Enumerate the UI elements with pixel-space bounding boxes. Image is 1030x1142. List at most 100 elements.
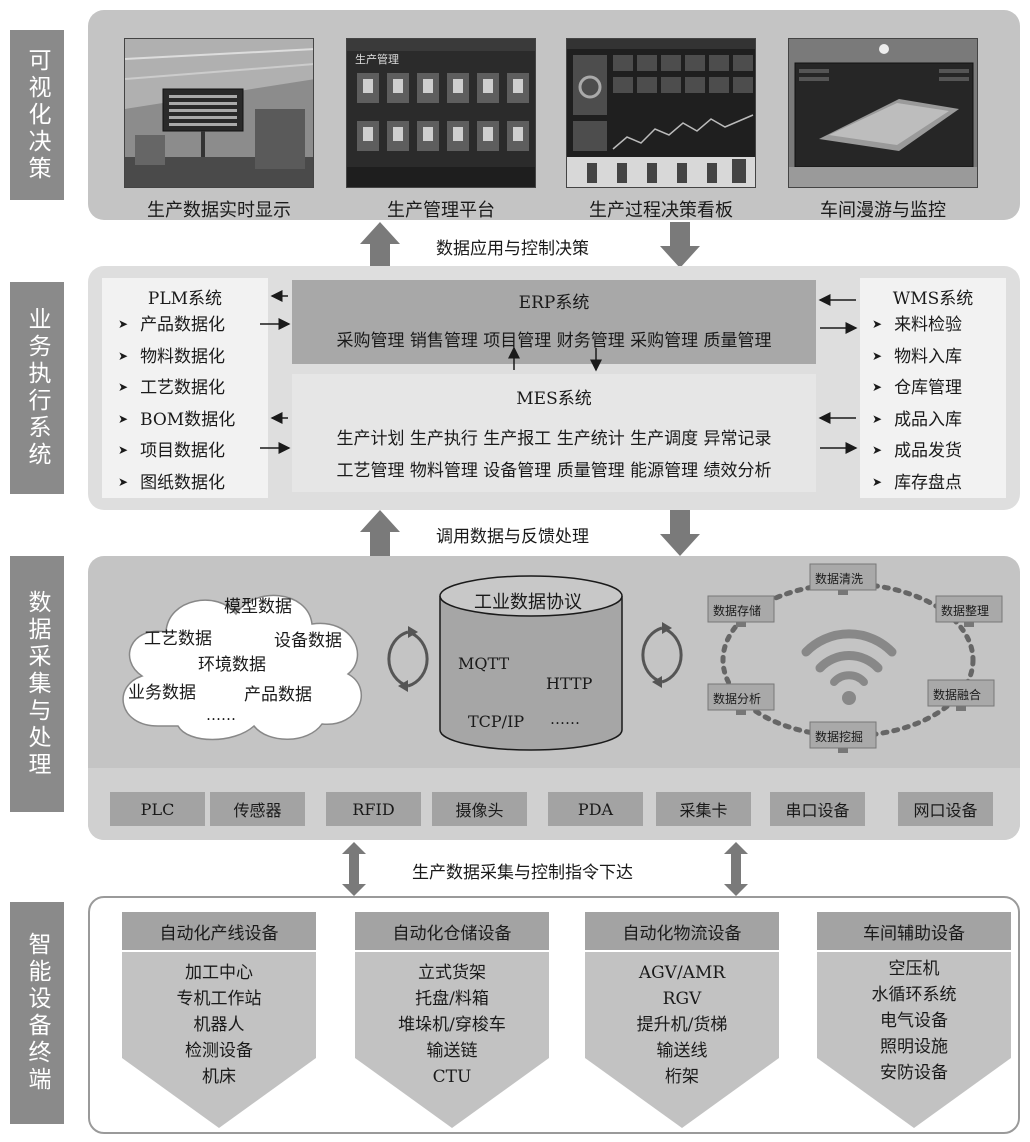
auxiliary-items: 空压机 水循环系统 电气设备 照明设施 安防设备 bbox=[817, 956, 1011, 1086]
plm-list: 产品数据化 物料数据化 工艺数据化 BOM数据化 项目数据化 图纸数据化 bbox=[118, 310, 235, 499]
cloud-item-more: …… bbox=[206, 706, 236, 724]
warehousing-items: 立式货架 托盘/料箱 堆垛机/穿梭车 输送链 CTU bbox=[355, 960, 549, 1090]
double-arrow-icon bbox=[342, 842, 366, 896]
arrows-bottom bbox=[342, 842, 748, 896]
cloud-item-model: 模型数据 bbox=[224, 597, 292, 617]
node-sorting: 数据整理 bbox=[941, 604, 990, 618]
equipment-item: 机器人 bbox=[193, 1015, 245, 1035]
device-rfid: RFID bbox=[326, 792, 421, 826]
plm-item: 物料数据化 bbox=[118, 342, 235, 374]
wms-system: WMS系统 来料检验 物料入库 仓库管理 成品入库 成品发货 库存盘点 bbox=[860, 278, 1006, 498]
category-warehousing: 自动化仓储设备 bbox=[355, 912, 549, 950]
node-fusion: 数据融合 bbox=[933, 688, 982, 702]
plm-item: BOM数据化 bbox=[118, 405, 235, 437]
layer-label-data: 数据采集与处理 bbox=[10, 556, 64, 812]
sync-cycle-icon bbox=[387, 626, 429, 692]
plm-item: 项目数据化 bbox=[118, 436, 235, 468]
device-plc: PLC bbox=[110, 792, 205, 826]
wms-item: 来料检验 bbox=[872, 310, 962, 342]
wms-item: 成品发货 bbox=[872, 436, 962, 468]
node-cleaning: 数据清洗 bbox=[815, 572, 864, 586]
equipment-item: 立式货架 bbox=[418, 963, 486, 983]
protocol-more: …… bbox=[550, 710, 580, 728]
logistics-items: AGV/AMR RGV 提升机/货梯 输送线 桁架 bbox=[585, 960, 779, 1090]
device-camera: 摄像头 bbox=[432, 792, 527, 826]
platform-screen-title: 生产管理 bbox=[355, 53, 399, 66]
cloud-item-business: 业务数据 bbox=[128, 683, 196, 703]
protocol-cylinder bbox=[439, 575, 623, 751]
equipment-item: 桁架 bbox=[665, 1067, 699, 1087]
protocol-title: 工业数据协议 bbox=[474, 592, 582, 613]
equipment-item: AGV/AMR bbox=[638, 963, 726, 983]
wms-item: 成品入库 bbox=[872, 405, 962, 437]
equipment-item: 输送线 bbox=[656, 1041, 708, 1061]
wms-title: WMS系统 bbox=[892, 289, 974, 309]
node-mining: 数据挖掘 bbox=[815, 730, 864, 744]
caption-management-platform: 生产管理平台 bbox=[387, 200, 495, 221]
category-auxiliary: 车间辅助设备 bbox=[817, 912, 1011, 950]
equipment-item: 专机工作站 bbox=[176, 989, 262, 1009]
plm-title: PLM系统 bbox=[147, 289, 223, 309]
arrows-top bbox=[360, 222, 700, 268]
equipment-item: RGV bbox=[662, 989, 702, 1009]
erp-modules: 采购管理 销售管理 项目管理 财务管理 采购管理 质量管理 bbox=[336, 331, 772, 351]
mes-title: MES系统 bbox=[516, 389, 592, 409]
caption-realtime-display: 生产数据实时显示 bbox=[147, 200, 291, 221]
arrow-label-bottom: 生产数据采集与控制指令下达 bbox=[412, 863, 633, 883]
sync-cycle-icon bbox=[641, 622, 683, 688]
arrow-up-icon bbox=[360, 510, 400, 556]
node-storage: 数据存储 bbox=[713, 604, 762, 618]
cloud-item-environment: 环境数据 bbox=[198, 655, 266, 675]
device-acq-card: 采集卡 bbox=[656, 792, 751, 826]
device-pda: PDA bbox=[548, 792, 643, 826]
wifi-icon bbox=[801, 629, 897, 686]
wms-item: 库存盘点 bbox=[872, 468, 962, 500]
equipment-item: 水循环系统 bbox=[871, 985, 957, 1005]
arrow-label-top: 数据应用与控制决策 bbox=[436, 239, 589, 259]
cloud-item-product: 产品数据 bbox=[244, 685, 312, 705]
processing-ring bbox=[707, 563, 1003, 753]
mes-modules-row1: 生产计划 生产执行 生产报工 生产统计 生产调度 异常记录 bbox=[336, 429, 772, 449]
dashboard-image bbox=[567, 39, 755, 187]
screen-realtime-display bbox=[124, 38, 314, 188]
cloud-item-equipment: 设备数据 bbox=[274, 631, 342, 651]
production-line-items: 加工中心 专机工作站 机器人 检测设备 机床 bbox=[122, 960, 316, 1090]
cloud-shape bbox=[122, 594, 363, 741]
equipment-item: 输送链 bbox=[426, 1041, 478, 1061]
layer-label-visualization: 可视化决策 bbox=[10, 30, 64, 200]
device-serial: 串口设备 bbox=[770, 792, 865, 826]
wms-item: 仓库管理 bbox=[872, 373, 962, 405]
equipment-item: 照明设施 bbox=[880, 1037, 948, 1057]
arrows-middle bbox=[360, 510, 700, 556]
management-grid-image bbox=[347, 39, 535, 187]
arrow-down-icon bbox=[660, 510, 700, 556]
equipment-item: 机床 bbox=[202, 1067, 236, 1087]
mes-system: MES系统 生产计划 生产执行 生产报工 生产统计 生产调度 异常记录 工艺管理… bbox=[292, 374, 816, 492]
equipment-item: 检测设备 bbox=[185, 1041, 253, 1061]
screen-decision-board bbox=[566, 38, 756, 188]
node-analysis: 数据分析 bbox=[713, 692, 762, 706]
equipment-item: 托盘/料箱 bbox=[415, 989, 489, 1009]
equipment-item: 堆垛机/穿梭车 bbox=[398, 1015, 506, 1035]
erp-title: ERP系统 bbox=[518, 293, 590, 313]
wms-list: 来料检验 物料入库 仓库管理 成品入库 成品发货 库存盘点 bbox=[872, 310, 962, 499]
visualization-panel: 生产数据实时显示 生产管理 生产管理平台 bbox=[88, 10, 1020, 221]
layer-label-equipment: 智能设备终端 bbox=[10, 902, 64, 1124]
category-production-line: 自动化产线设备 bbox=[122, 912, 316, 950]
arrow-label-middle: 调用数据与反馈处理 bbox=[436, 527, 589, 547]
plm-system: PLM系统 产品数据化 物料数据化 工艺数据化 BOM数据化 项目数据化 图纸数… bbox=[102, 278, 268, 498]
device-ethernet: 网口设备 bbox=[898, 792, 993, 826]
equipment-item: CTU bbox=[432, 1067, 472, 1087]
screen-management-platform: 生产管理 bbox=[346, 38, 536, 188]
screen-workshop-monitor bbox=[788, 38, 978, 188]
layer-label-business: 业务执行系统 bbox=[10, 282, 64, 494]
equipment-item: 加工中心 bbox=[185, 963, 253, 983]
plm-item: 产品数据化 bbox=[118, 310, 235, 342]
workshop-3d-image bbox=[789, 39, 977, 187]
caption-decision-board: 生产过程决策看板 bbox=[589, 200, 733, 221]
category-logistics: 自动化物流设备 bbox=[585, 912, 779, 950]
protocol-mqtt: MQTT bbox=[458, 654, 510, 673]
protocol-tcpip: TCP/IP bbox=[468, 712, 525, 731]
equipment-item: 安防设备 bbox=[880, 1063, 948, 1083]
